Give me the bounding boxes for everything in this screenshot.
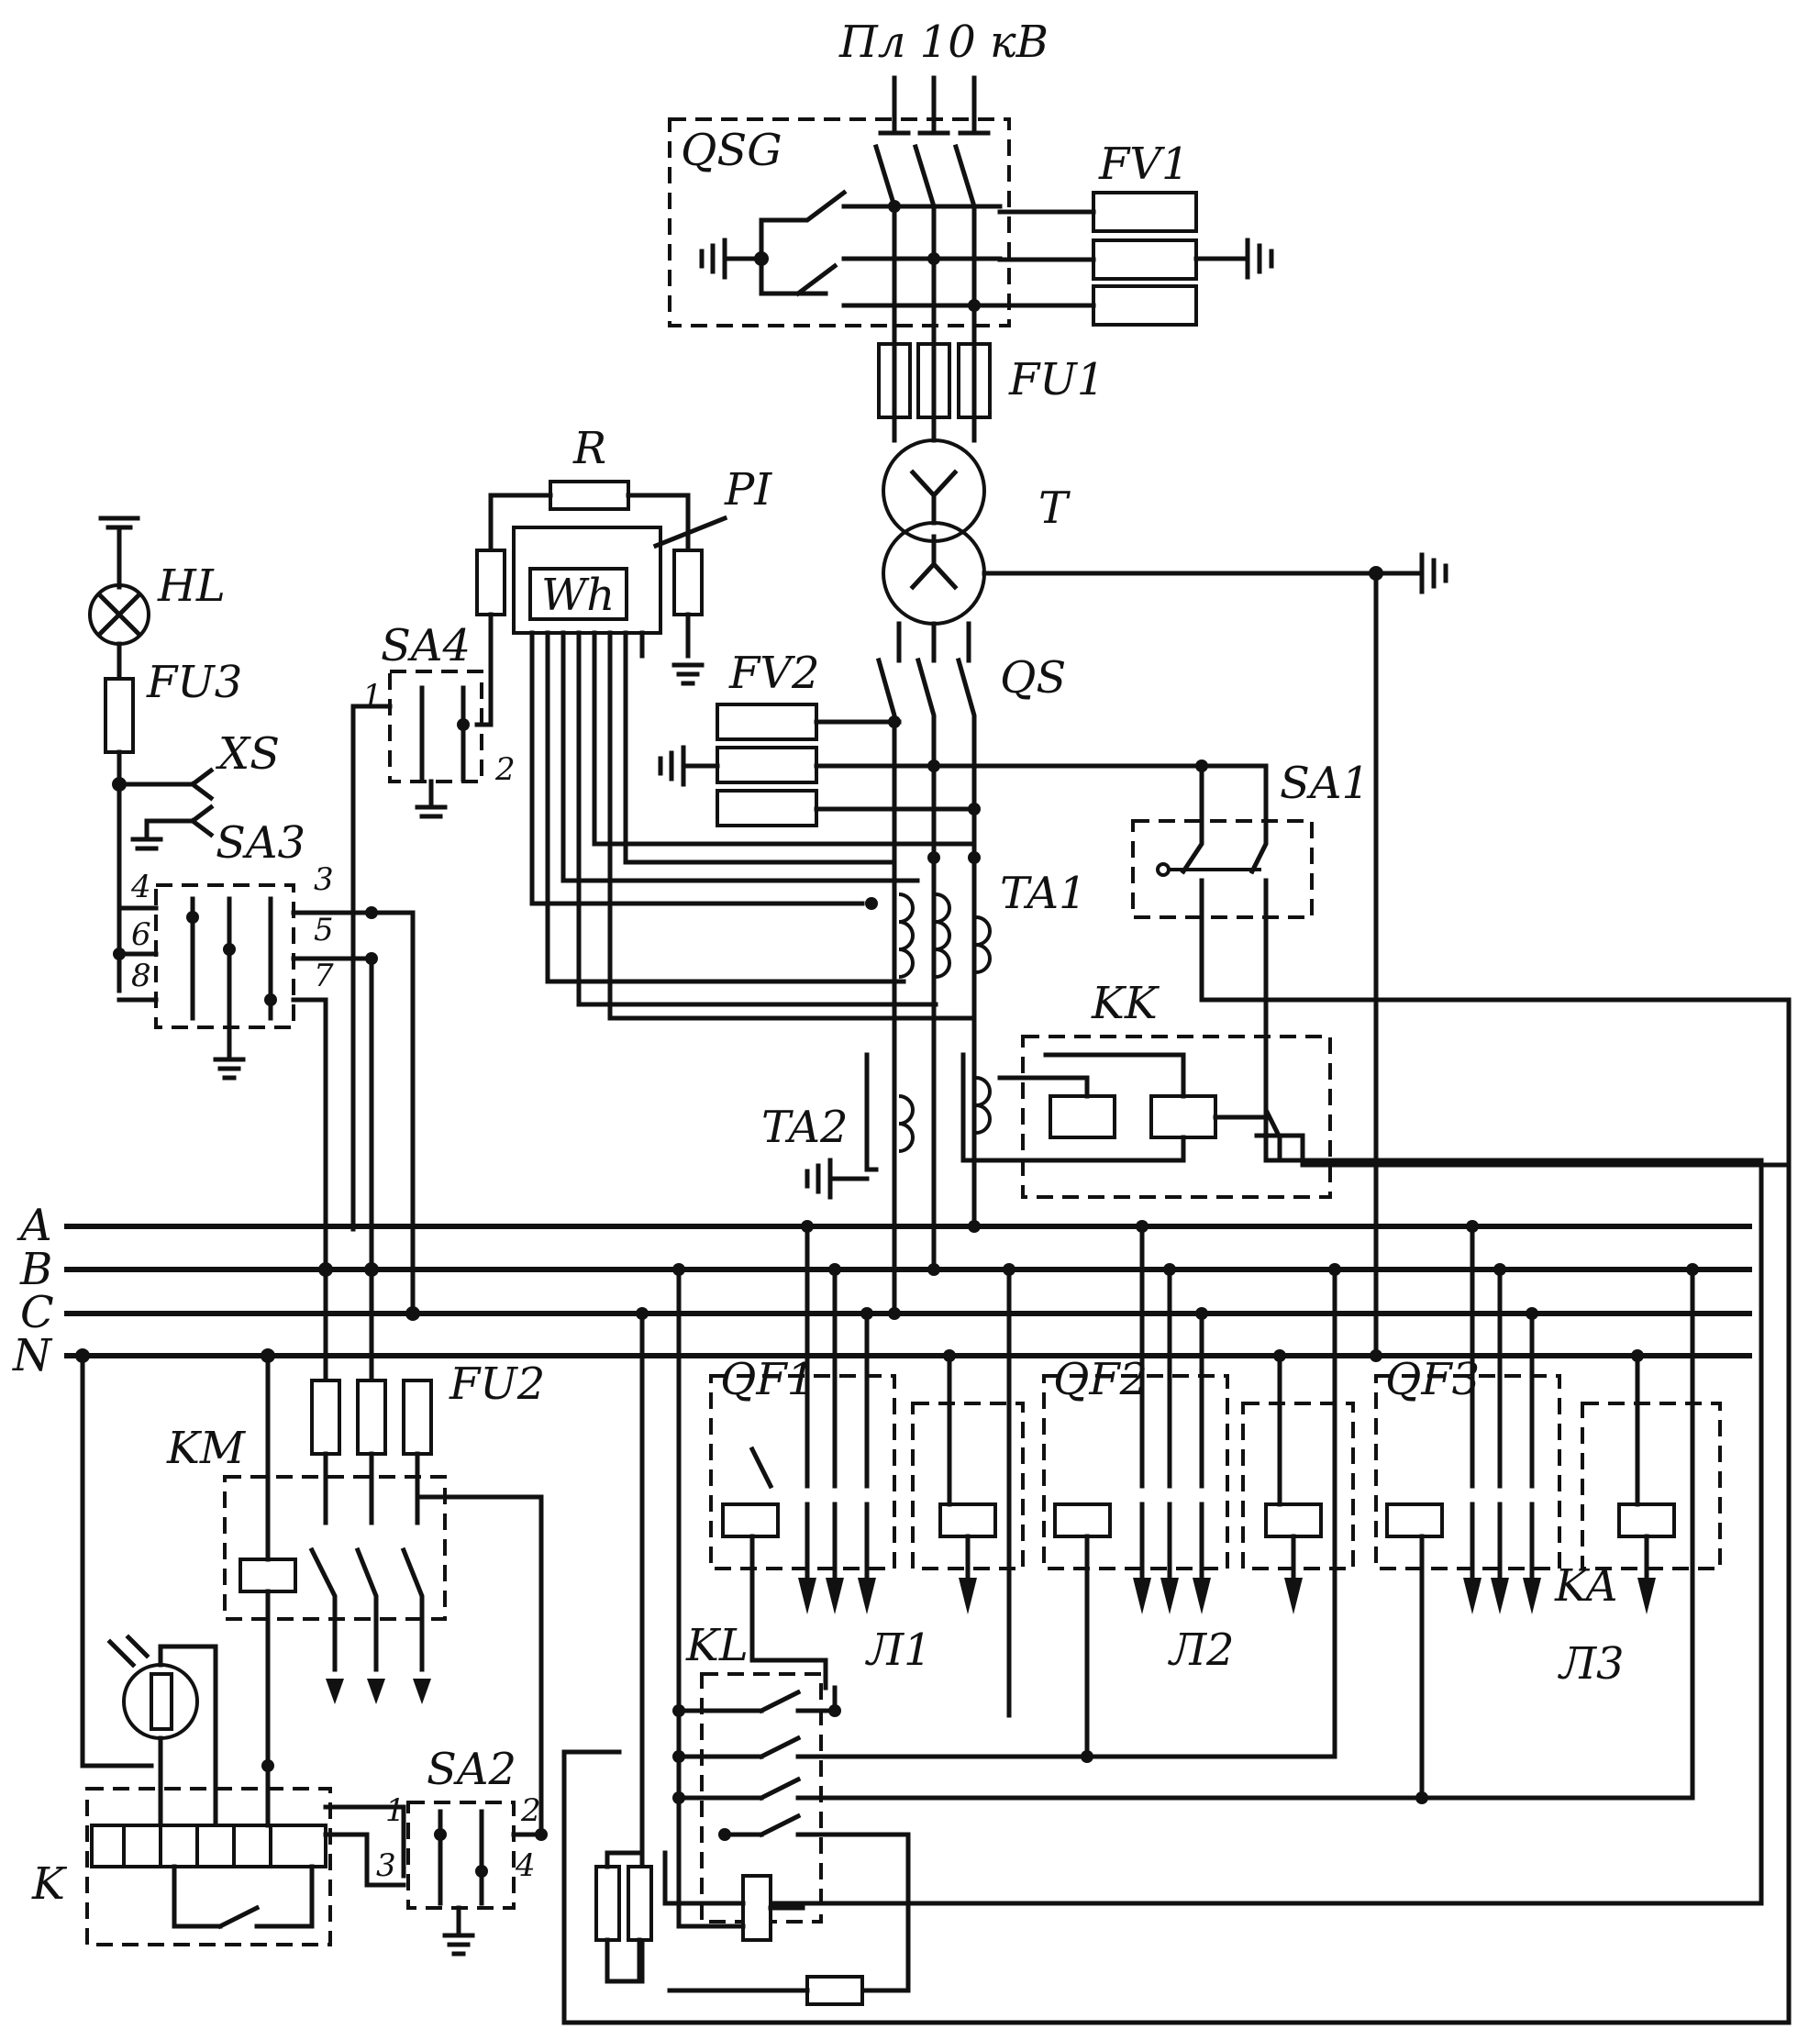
photo-relay-section: K SA2 1 3 2 4	[31, 1634, 548, 1957]
sa2-term-1: 1	[385, 1792, 405, 1829]
sa3-term-7: 7	[314, 958, 334, 994]
sa4-enclosure	[388, 670, 483, 783]
fu3-label: FU3	[146, 657, 242, 708]
t-label: T	[1038, 482, 1071, 534]
ta1-label: TA1	[1000, 868, 1087, 919]
metering-section: R PI Wh	[474, 423, 977, 1021]
fu2-km-section: FU2 KM	[75, 1262, 545, 1837]
feeder-qf3: QF3 Л3 KA	[1370, 1220, 1722, 1804]
pi-label: PI	[724, 464, 772, 516]
qf2-label: QF2	[1053, 1354, 1148, 1405]
sa3-term-8: 8	[131, 958, 151, 994]
bus-label-n: N	[12, 1330, 53, 1381]
sa4-term-1: 1	[362, 678, 383, 715]
bus-label-c: C	[20, 1287, 54, 1338]
fu1-fuses: FU1	[877, 318, 1104, 443]
r-label: R	[572, 423, 606, 474]
line-3-label: Л3	[1558, 1638, 1625, 1690]
sa1-label: SA1	[1280, 758, 1370, 809]
kk-label: KK	[1091, 978, 1160, 1029]
qs-disconnector: QS	[875, 652, 1066, 1320]
ta2-label: TA2	[761, 1102, 849, 1153]
k-label: K	[31, 1858, 68, 1910]
line-1-label: Л1	[865, 1624, 932, 1676]
sa3-term-6: 6	[131, 916, 151, 953]
sa2-label: SA2	[427, 1744, 516, 1795]
kl-label: KL	[685, 1620, 749, 1671]
sa2-term-2: 2	[520, 1792, 541, 1829]
feeder-qf1: QF1 Л1	[709, 1220, 1025, 1718]
sa3-term-5: 5	[314, 912, 334, 948]
qf3-label: QF3	[1385, 1354, 1480, 1405]
transformer-t: T	[882, 438, 1448, 1358]
fv2-arresters: FV2	[658, 648, 977, 827]
line-2-label: Л2	[1168, 1624, 1235, 1676]
sa2-enclosure	[406, 1801, 516, 1910]
fv1-label: FV1	[1098, 139, 1190, 190]
feeder-qf2: QF2 Л2	[1042, 1220, 1355, 1763]
kk-enclosure	[1021, 1035, 1332, 1199]
qs-label: QS	[1000, 652, 1066, 704]
kl-relay: KL	[594, 1263, 1425, 2006]
current-transformers: TA1 TA2 KK	[761, 851, 1792, 1200]
sa1-switch: SA1	[561, 758, 1792, 2025]
bus-bars: A B C N	[12, 1200, 1752, 1381]
fv1-arresters: FV1	[888, 139, 1274, 327]
qsg-label: QSG	[681, 125, 782, 176]
supply-section: Пл 10 кВ QSG	[668, 17, 1049, 327]
bus-label-b: B	[19, 1244, 52, 1295]
sa4-term-2: 2	[494, 751, 516, 788]
qf1-label: QF1	[720, 1354, 815, 1405]
supply-label: Пл 10 кВ	[838, 17, 1049, 68]
xs-label: XS	[215, 728, 280, 780]
fu1-label: FU1	[1008, 354, 1104, 405]
k-enclosure	[85, 1787, 332, 1946]
sa3-term-3: 3	[314, 861, 334, 898]
sa1-enclosure	[1131, 819, 1314, 919]
fv2-label: FV2	[728, 648, 820, 699]
fu2-label: FU2	[449, 1358, 545, 1410]
bus-label-a: A	[17, 1200, 52, 1251]
sa3-term-4: 4	[130, 869, 151, 905]
sa2-term-4: 4	[515, 1847, 536, 1884]
lighting-section: HL FU3 XS SA3 4 6 8 3 5 7	[88, 516, 416, 1406]
hl-label: HL	[157, 560, 226, 612]
wh-label: Wh	[541, 570, 615, 621]
sa3-label: SA3	[216, 817, 305, 869]
km-label: KM	[166, 1423, 247, 1474]
sa4-switch: SA4 1 2	[350, 620, 516, 1232]
sa2-term-3: 3	[376, 1847, 396, 1884]
qsg-enclosure	[668, 117, 1011, 327]
sa4-label: SA4	[381, 620, 471, 671]
